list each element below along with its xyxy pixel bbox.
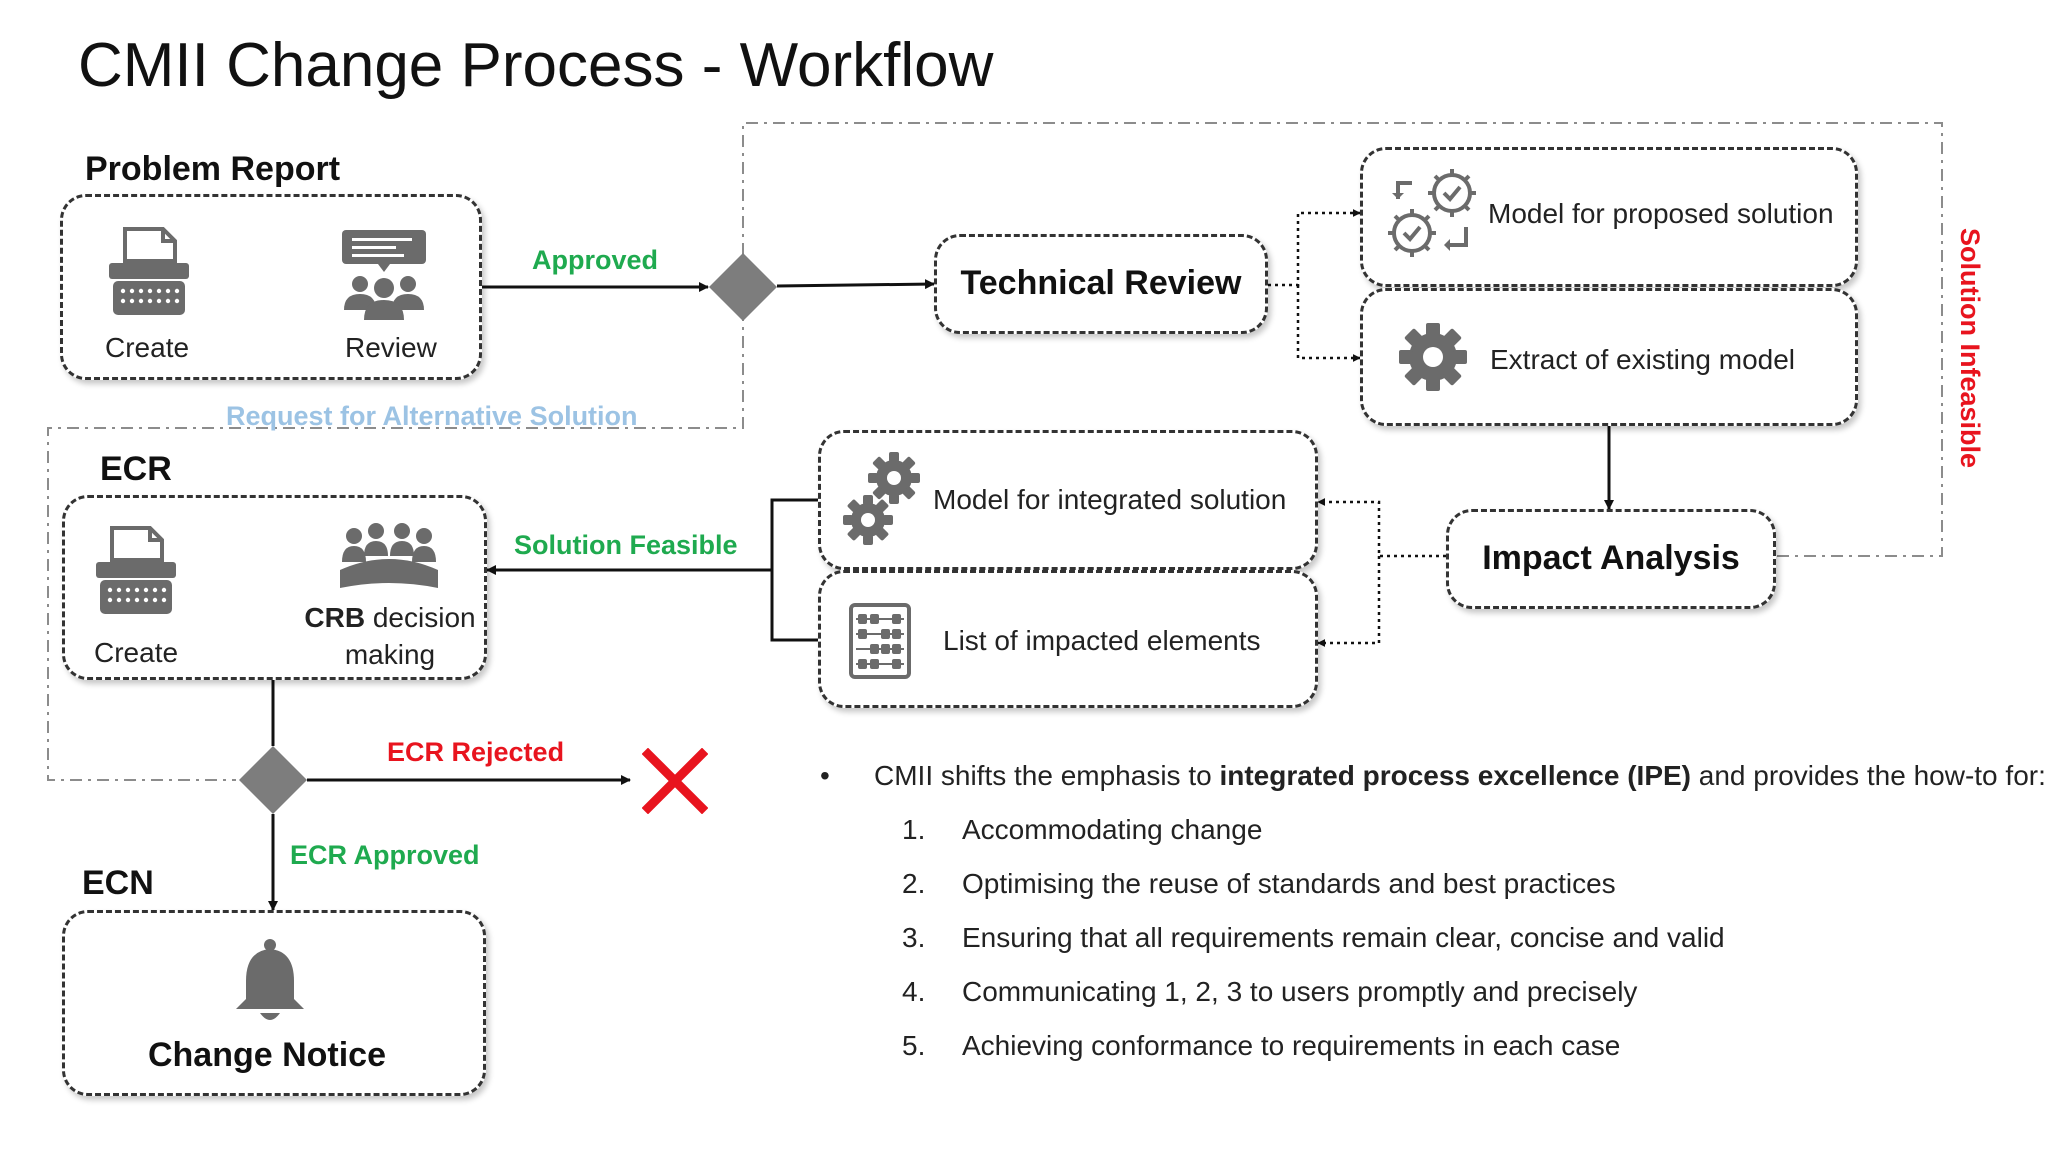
model-integrated-box[interactable] xyxy=(818,430,1318,570)
impact-analysis-box[interactable] xyxy=(1446,509,1776,609)
decision-diamond-approval xyxy=(709,253,777,321)
tr-to-extract-line xyxy=(1296,285,1361,362)
list-item-number: 4. xyxy=(902,976,926,1007)
ia-to-integrated-line xyxy=(1317,498,1446,558)
tr-to-proposed-line xyxy=(1268,209,1361,287)
bullet-dot: • xyxy=(820,760,830,791)
section-ecr: ECR xyxy=(100,450,172,488)
list-item-text: Accommodating change xyxy=(962,814,1263,845)
model-integrated-label: Model for integrated solution xyxy=(933,484,1287,515)
pr-review-label: Review xyxy=(345,332,437,363)
red-x-icon xyxy=(642,748,708,814)
extract-existing-label: Extract of existing model xyxy=(1490,344,1796,375)
model-proposed-label: Model for proposed solution xyxy=(1488,198,1834,229)
model-proposed-box[interactable] xyxy=(1360,147,1858,287)
bullet-intro: • CMII shifts the emphasis to integrated… xyxy=(820,760,2046,814)
list-item-number: 1. xyxy=(902,814,926,845)
crb-rest: decision xyxy=(365,602,476,633)
ecr-box[interactable] xyxy=(62,495,487,680)
list-item-number: 2. xyxy=(902,868,926,899)
edge-label-approved: Approved xyxy=(532,245,659,275)
bell-icon xyxy=(236,939,304,1020)
list-item-text: Communicating 1, 2, 3 to users promptly … xyxy=(962,976,1638,1007)
edge-label-request-alternative: Request for Alternative Solution xyxy=(226,401,638,431)
integrated-bracket xyxy=(770,498,818,642)
technical-review-label: Technical Review xyxy=(960,264,1242,302)
list-impacted-box[interactable] xyxy=(818,570,1318,708)
edge-label-ecr-approved: ECR Approved xyxy=(290,840,480,870)
group-meeting-icon xyxy=(340,523,438,588)
meeting-review-icon xyxy=(342,230,426,320)
gear-icon xyxy=(1399,323,1467,391)
list-item-text: Achieving conformance to requirements in… xyxy=(962,1030,1621,1061)
decision-diamond-ecr xyxy=(239,746,307,814)
section-problem-report: Problem Report xyxy=(85,150,341,188)
abacus-icon xyxy=(849,603,911,679)
crb-decision-label-line2: making xyxy=(344,639,436,670)
bullet-notes: • CMII shifts the emphasis to integrated… xyxy=(820,760,2046,1084)
impact-analysis-label: Impact Analysis xyxy=(1482,539,1740,577)
list-impacted-label: List of impacted elements xyxy=(943,625,1261,656)
ia-to-list-line xyxy=(1317,556,1381,647)
typewriter-icon xyxy=(96,526,176,614)
list-item-number: 5. xyxy=(902,1030,926,1061)
page-title: CMII Change Process - Workflow xyxy=(78,31,994,100)
section-ecn: ECN xyxy=(82,864,154,902)
technical-review-box[interactable] xyxy=(934,234,1268,334)
alternative-loop-line xyxy=(742,122,1943,557)
solution-infeasible-text: Solution Infeasible xyxy=(1955,228,1985,469)
edge-label-solution-infeasible: Solution Infeasible xyxy=(1954,228,1985,468)
intro-bold: integrated process excellence (IPE) xyxy=(1219,760,1691,791)
bullet-intro-text: CMII shifts the emphasis to integrated p… xyxy=(874,760,2046,792)
list-item-text: Optimising the reuse of standards and be… xyxy=(962,868,1616,899)
change-notice-label: Change Notice xyxy=(147,1036,387,1074)
crb-decision-label: CRB decision xyxy=(300,602,480,634)
rejected-loop-line xyxy=(47,282,744,781)
list-item: 4. Communicating 1, 2, 3 to users prompt… xyxy=(820,976,2020,1030)
list-item: 3. Ensuring that all requirements remain… xyxy=(820,922,2020,976)
edge-label-ecr-rejected: ECR Rejected xyxy=(387,737,565,767)
pr-create-label: Create xyxy=(105,332,190,363)
list-item: 5. Achieving conformance to requirements… xyxy=(820,1030,2020,1084)
edge-label-solution-feasible: Solution Feasible xyxy=(514,530,738,560)
ecr-create-label: Create xyxy=(94,637,179,668)
gears-cycle-icon xyxy=(1388,169,1476,257)
intro-pre: CMII shifts the emphasis to xyxy=(874,760,1220,791)
list-item: 2. Optimising the reuse of standards and… xyxy=(820,868,2020,922)
to-technical-review-arrow xyxy=(776,279,935,290)
gears-icon xyxy=(843,452,920,545)
list-item: 1. Accommodating change xyxy=(820,814,2020,868)
crb-bold: CRB xyxy=(304,602,366,633)
list-item-number: 3. xyxy=(902,922,926,953)
typewriter-icon xyxy=(109,227,189,315)
intro-post: and provides the how-to for: xyxy=(1691,760,2046,791)
list-item-text: Ensuring that all requirements remain cl… xyxy=(962,922,1725,953)
